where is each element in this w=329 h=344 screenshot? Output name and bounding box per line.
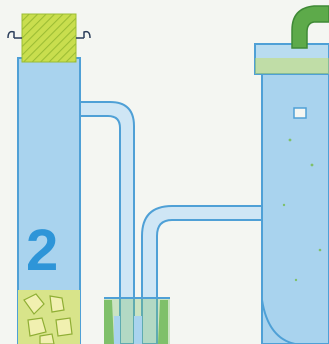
left-column: 2 — [18, 58, 80, 344]
large-vessel — [255, 44, 329, 344]
apparatus-number: 2 — [26, 218, 58, 283]
